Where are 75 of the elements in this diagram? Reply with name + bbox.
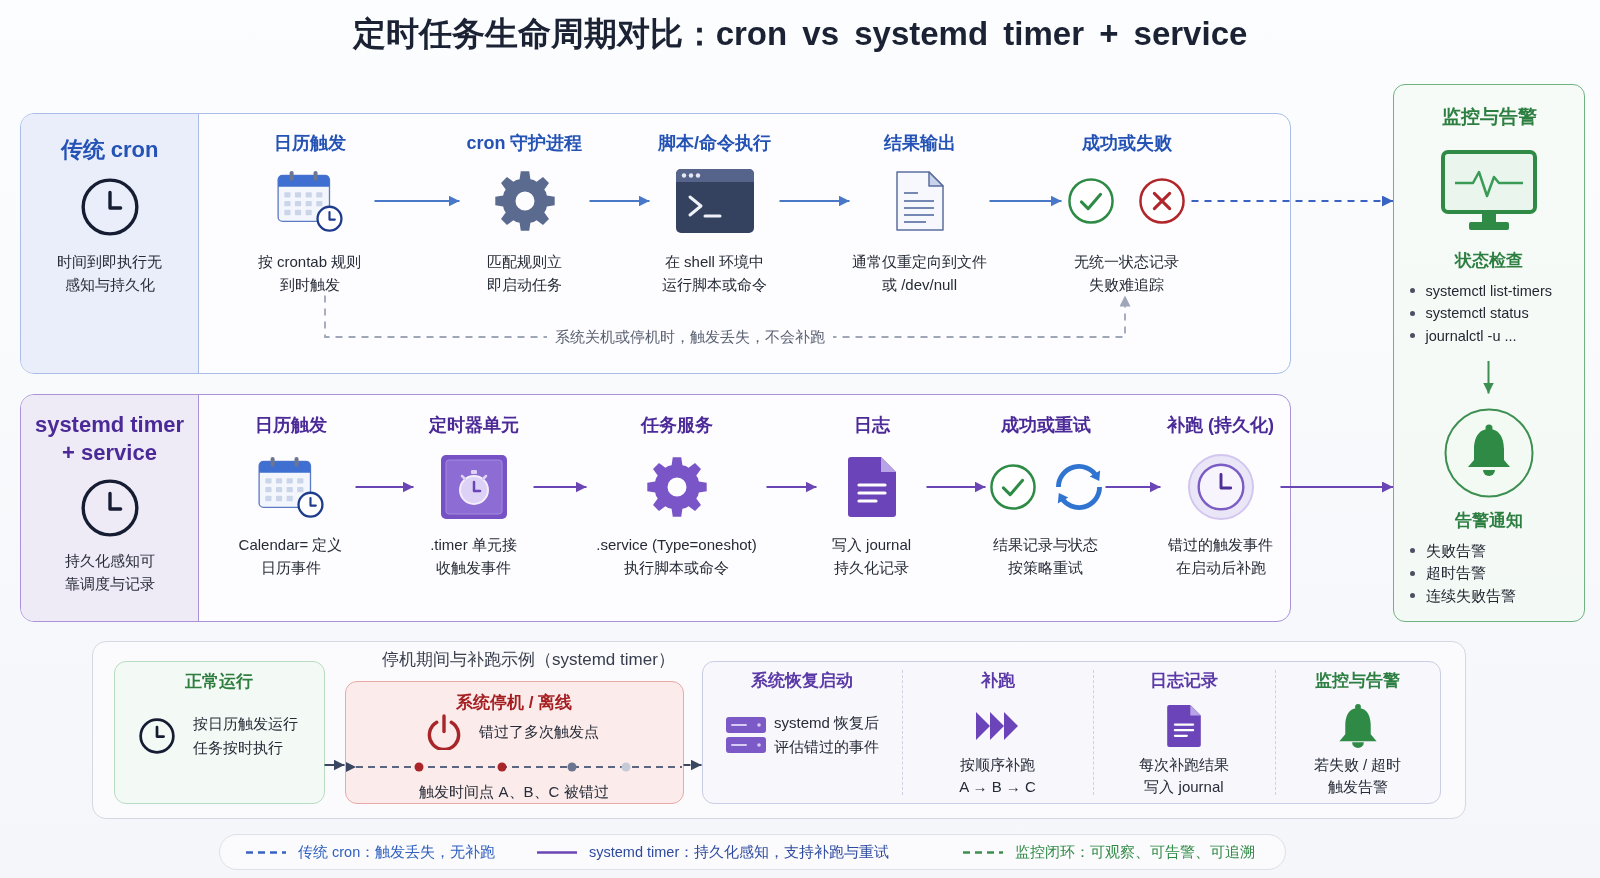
arrow xyxy=(778,195,851,207)
arrow xyxy=(988,195,1063,207)
swimlane xyxy=(20,113,1291,374)
lane-title: systemd timer + service xyxy=(33,411,186,467)
example-panel xyxy=(92,641,1466,819)
section-title: 告警通知 xyxy=(1454,509,1523,532)
step-title: 补跑 (持久化) xyxy=(1167,413,1274,437)
step-title: 成功或失败 xyxy=(1081,131,1172,155)
lane-description: 时间到即执行无感知与持久化 xyxy=(56,252,163,295)
lane-description: 持久化感知可靠调度与记录 xyxy=(63,551,156,594)
step-title: 日历触发 xyxy=(273,131,346,155)
step-description: 通常仅重定向到文件或 /dev/null xyxy=(851,251,988,295)
panel-title: 停机期间与补跑示例（systemd timer） xyxy=(382,649,675,671)
step-title: 成功或重试 xyxy=(1000,413,1091,437)
edge-label: 系统关机或停机时，触发丢失，不会补跑 xyxy=(547,327,833,347)
legend-text: 监控闭环：可观察、可告警、可追溯 xyxy=(1015,843,1255,862)
bullet-text: systemctl list-timers xyxy=(1425,281,1552,301)
step-description: 错过的触发事件在启动后补跑 xyxy=(1167,534,1274,578)
status-card xyxy=(344,680,684,804)
card-title: 系统停机 / 离线 xyxy=(455,691,573,714)
step-title: cron 守护进程 xyxy=(466,131,583,155)
step-description: .service (Type=oneshot)执行脚本或命令 xyxy=(595,534,758,578)
bullet-text: 超时告警 xyxy=(1425,564,1486,583)
diagram-title: 定时任务生命周期对比：cron vs systemd timer + service xyxy=(352,14,1248,54)
step-description: 按 crontab 规则到时触发 xyxy=(256,251,363,295)
swimlane xyxy=(20,394,1291,622)
stage-panel xyxy=(701,660,1441,804)
step-description: 在 shell 环境中运行脚本或命令 xyxy=(661,251,768,295)
arrow xyxy=(588,195,651,207)
step-description: .timer 单元接收触发事件 xyxy=(429,534,518,578)
step-title: 结果输出 xyxy=(883,131,956,155)
stage-description: 按顺序补跑 A → B → C xyxy=(958,755,1037,797)
stage-title: 系统恢复启动 xyxy=(750,670,853,692)
arrow xyxy=(1483,360,1494,395)
stage-title: 监控与告警 xyxy=(1315,670,1400,692)
stage-title: 日志记录 xyxy=(1150,670,1218,692)
arrow xyxy=(1104,481,1162,493)
arrow xyxy=(532,481,588,493)
arrow xyxy=(354,481,415,493)
panel-title: 监控与告警 xyxy=(1441,105,1537,129)
arrow xyxy=(373,195,461,207)
step-title: 日志 xyxy=(853,413,890,437)
monitoring-panel xyxy=(1393,84,1585,622)
arrow xyxy=(765,481,818,493)
step-description: 写入 journal 持久化记录 xyxy=(830,534,913,578)
status-card xyxy=(113,660,325,804)
card-description: 按日历触发运行任务按时执行 xyxy=(192,713,299,758)
bullet-text: 失败告警 xyxy=(1425,541,1486,561)
bullet-text: systemctl status xyxy=(1425,304,1529,323)
bullet-text: 连续失败告警 xyxy=(1425,586,1516,606)
section-title: 状态检查 xyxy=(1454,249,1523,272)
bullet-text: journalctl -u ... xyxy=(1425,326,1517,346)
arrow xyxy=(682,759,703,771)
stage-description: 若失败 / 超时触发告警 xyxy=(1312,755,1403,797)
step-title: 定时器单元 xyxy=(428,413,519,437)
card-description: 错过了多次触发点 xyxy=(478,721,599,742)
step-title: 脚本/命令执行 xyxy=(658,131,771,155)
step-description: Calendar= 定义日历事件 xyxy=(237,534,344,578)
step-description: 无统一状态记录失败难追踪 xyxy=(1073,251,1180,295)
arrow xyxy=(1279,481,1394,493)
arrow xyxy=(323,759,346,771)
arrow xyxy=(925,481,987,493)
legend-text: systemd timer：持久化感知，支持补跑与重试 xyxy=(589,843,890,862)
timeline-caption: 触发时间点 A、B、C 被错过 xyxy=(419,781,609,802)
card-title: 正常运行 xyxy=(185,670,253,693)
stage-title: 补跑 xyxy=(980,670,1015,692)
stage-description: 每次补跑结果写入 journal xyxy=(1138,755,1230,797)
step-title: 任务服务 xyxy=(640,413,713,437)
arrow xyxy=(1190,195,1394,207)
step-description: 匹配规则立即启动任务 xyxy=(486,251,563,295)
step-title: 日历触发 xyxy=(254,413,327,437)
legend-text: 传统 cron：触发丢失，无补跑 xyxy=(298,843,496,862)
step-description: 结果记录与状态按策略重试 xyxy=(992,534,1099,578)
stage-description: systemd 恢复后评估错过的事件 xyxy=(774,713,880,757)
lane-title: 传统 cron xyxy=(60,136,159,164)
